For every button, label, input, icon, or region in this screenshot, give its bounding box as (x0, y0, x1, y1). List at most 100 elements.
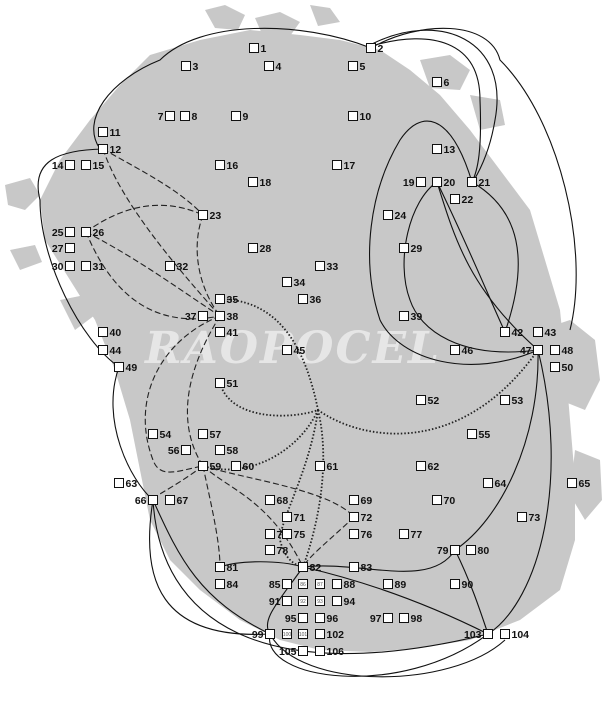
node-label: 60 (243, 461, 255, 473)
node-label: 27 (52, 243, 64, 255)
route-66-99b (152, 499, 271, 635)
node-60: 60 (231, 461, 255, 473)
node-label: 69 (361, 495, 373, 507)
node-label: 77 (411, 529, 423, 541)
node-label: 35 (227, 294, 239, 306)
node-14: 14 (52, 160, 75, 172)
node-box (483, 478, 493, 488)
node-label: 30 (52, 261, 64, 273)
node-54: 54 (148, 429, 171, 441)
node-box (450, 345, 460, 355)
node-15: 15 (81, 160, 104, 172)
node-label: 14 (52, 160, 64, 172)
node-label: 32 (177, 261, 189, 273)
node-88: 88 (332, 579, 356, 591)
node-box (98, 144, 108, 154)
node-box (315, 646, 325, 656)
node-box (264, 61, 274, 71)
node-box (533, 327, 543, 337)
node-label: 89 (395, 579, 407, 591)
node-30: 30 (52, 261, 75, 273)
node-label: 103 (464, 629, 482, 641)
node-61: 61 (315, 461, 338, 473)
node-label: 86 (300, 582, 306, 588)
routes (37, 27, 577, 678)
node-label: 3 (193, 61, 199, 73)
node-27: 27 (52, 243, 75, 255)
node-91: 91 (269, 596, 292, 608)
node-33: 33 (315, 261, 338, 273)
node-box (416, 177, 426, 187)
node-box (165, 111, 175, 121)
node-label: 87 (317, 582, 323, 588)
node-box (432, 77, 442, 87)
route-49-66 (112, 366, 154, 501)
node-box (282, 596, 292, 606)
node-label: 41 (227, 327, 239, 339)
node-84: 84 (215, 579, 239, 591)
node-box (215, 378, 225, 388)
node-11: 11 (98, 127, 121, 139)
node-4: 4 (264, 61, 282, 73)
node-box (500, 629, 510, 639)
node-box (500, 395, 510, 405)
node-97: 97 (370, 613, 393, 625)
route-2-21b (371, 29, 498, 181)
node-box (332, 596, 342, 606)
node-label: 99 (252, 629, 264, 641)
node-100: 100 (282, 629, 292, 639)
node-box (148, 495, 158, 505)
node-label: 102 (327, 629, 345, 641)
node-66: 66 (135, 495, 158, 507)
node-box (165, 261, 175, 271)
node-box (315, 461, 325, 471)
node-26: 26 (81, 227, 104, 239)
node-box (98, 345, 108, 355)
node-22: 22 (450, 194, 473, 206)
node-label: 84 (227, 579, 239, 591)
node-box (550, 345, 560, 355)
node-label: 106 (327, 646, 345, 658)
node-label: 7 (158, 111, 164, 123)
node-box (215, 160, 225, 170)
node-box (198, 429, 208, 439)
node-box (399, 613, 409, 623)
node-label: 80 (478, 545, 490, 557)
node-box (215, 562, 225, 572)
node-label: 42 (512, 327, 524, 339)
route-66-103 (152, 499, 489, 655)
node-79: 79 (437, 545, 460, 557)
node-box (348, 61, 358, 71)
node-8: 8 (180, 111, 198, 123)
node-label: 85 (269, 579, 281, 591)
node-box (383, 210, 393, 220)
node-label: 73 (529, 512, 541, 524)
node-label: 45 (294, 345, 306, 357)
node-label: 88 (344, 579, 356, 591)
node-label: 81 (227, 562, 239, 574)
node-52: 52 (416, 395, 439, 407)
node-box (517, 512, 527, 522)
node-label: 56 (168, 445, 180, 457)
node-6: 6 (432, 77, 450, 89)
west-islands (5, 178, 95, 330)
node-43: 43 (533, 327, 556, 339)
node-label: 1 (261, 43, 267, 55)
node-box (81, 227, 91, 237)
node-68: 68 (265, 495, 288, 507)
node-23: 23 (198, 210, 221, 222)
node-box (533, 345, 543, 355)
node-label: 70 (444, 495, 456, 507)
node-box (315, 613, 325, 623)
route-12-23 (102, 148, 204, 216)
node-89: 89 (383, 579, 407, 591)
node-label: 24 (395, 210, 407, 222)
node-47: 47 (520, 345, 543, 357)
node-box (450, 194, 460, 204)
route-38-59 (144, 315, 221, 473)
route-26-23 (85, 204, 204, 233)
node-label: 63 (126, 478, 138, 490)
node-40: 40 (98, 327, 121, 339)
node-label: 31 (93, 261, 105, 273)
node-box (315, 261, 325, 271)
